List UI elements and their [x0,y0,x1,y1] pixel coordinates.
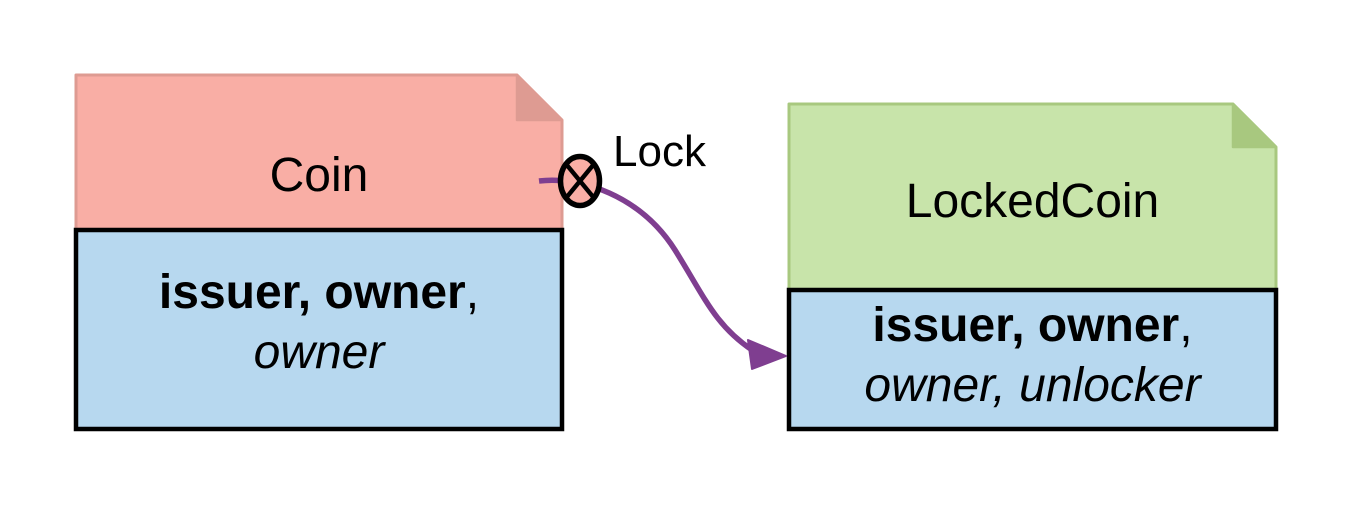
lockedcoin-header-shape [787,102,1278,292]
lock-arrow-label: Lock [613,127,706,176]
lockedcoin-attributes-line2: owner, unlocker [864,359,1201,412]
lock-arrowhead [747,339,787,370]
coin-attrs-suffix: , [465,266,480,319]
coin-attributes-line2: owner [253,326,385,379]
lockedcoin-attrs-bold: issuer, owner [872,299,1180,352]
coin-title: Coin [269,149,369,202]
lockedcoin-title: LockedCoin [905,175,1160,228]
coin-fold-corner [515,73,564,122]
lockedcoin-fold-corner [1231,102,1278,149]
coin-attributes-line1: issuer, owner, [76,263,562,323]
lockedcoin-body-shape [786,287,1279,432]
lockedcoin-attributes-line1: issuer, owner, [789,296,1276,356]
coin-attrs-bold: issuer, owner [158,266,466,319]
lockedcoin-attributes: issuer, owner, owner, unlocker [789,296,1276,416]
lockedcoin-attrs-suffix: , [1179,299,1193,352]
circle-x-anchor-icon [557,153,603,209]
coin-body-shape [73,227,565,432]
coin-attributes: issuer, owner, owner [76,263,562,383]
